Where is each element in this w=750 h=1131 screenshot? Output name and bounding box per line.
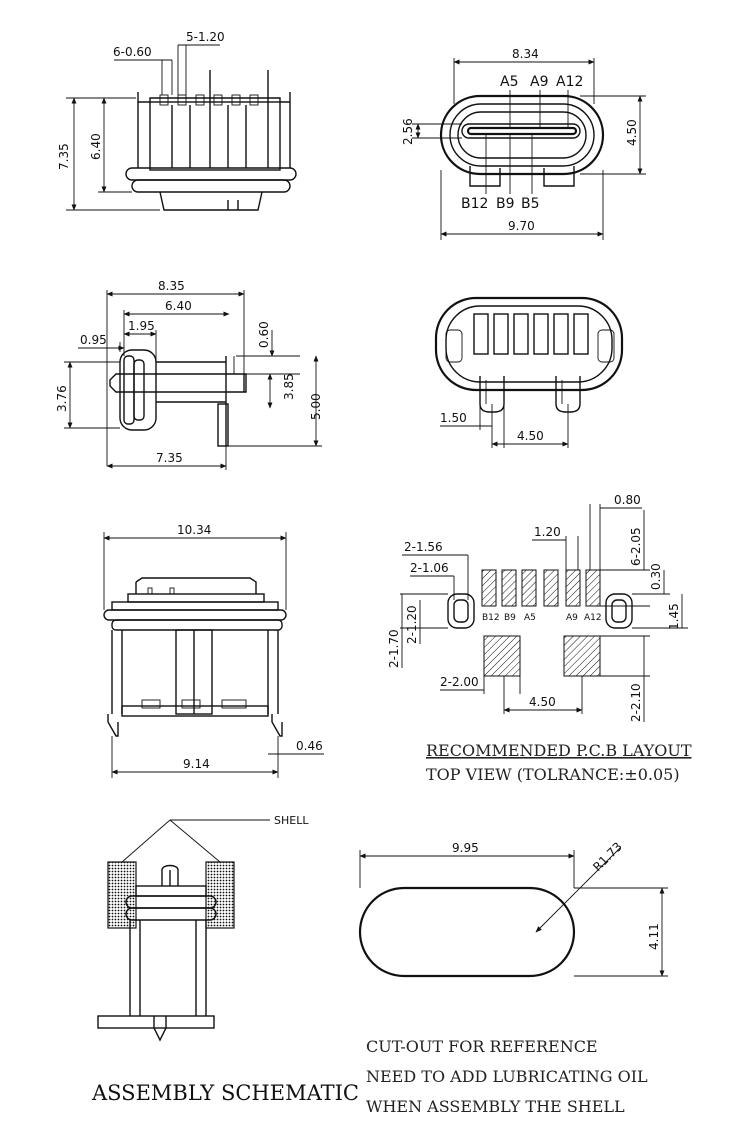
top-dim-overall-length: 8.35 <box>158 279 185 293</box>
pcb-layout: B12 B9 A5 A9 A12 0.80 1.20 6-2.05 2-1.56… <box>387 493 692 784</box>
top-dim-gap: 0.60 <box>257 321 271 348</box>
shell-label: SHELL <box>274 814 309 827</box>
pcb-dim-hole-inner: 2-1.06 <box>410 561 449 575</box>
pcb-dim-hole-length: 2-1.70 <box>387 629 401 668</box>
front-dim-slot-height: 2.56 <box>401 118 415 145</box>
side-view: 6-0.60 5-1.20 7.35 6.40 <box>57 30 297 211</box>
pcb-dim-pad-width: 0.80 <box>614 493 641 507</box>
front-pin-label: A9 <box>530 74 548 90</box>
shell-section <box>107 861 137 929</box>
front-pin-label: A12 <box>556 74 583 90</box>
top-dim-seal-length: 1.95 <box>128 319 155 333</box>
top-dim-seal-height: 3.76 <box>55 385 69 412</box>
pcb-dim-offset: 0.30 <box>649 563 663 590</box>
pcb-pad-label: A12 <box>584 613 602 623</box>
side-dim-pin-width: 6-0.60 <box>113 45 152 59</box>
pcb-pad <box>481 569 497 607</box>
front-dim-inner-width: 8.34 <box>512 47 539 61</box>
top-dim-body-length: 6.40 <box>165 299 192 313</box>
pcb-pad <box>565 569 581 607</box>
bottom-dim-width: 10.34 <box>177 523 211 537</box>
cutout-dim-length: 9.95 <box>452 841 479 855</box>
pcb-dim-leg-pad: 2-2.00 <box>440 675 479 689</box>
assembly-title: ASSEMBLY SCHEMATIC <box>91 1081 359 1105</box>
shell-section <box>205 861 235 929</box>
cutout-note: WHEN ASSEMBLY THE SHELL <box>366 1097 625 1116</box>
cutout-dim-height: 4.11 <box>647 923 661 950</box>
bottom-view: 10.34 9.14 0.46 <box>103 523 324 778</box>
pcb-caption: RECOMMENDED P.C.B LAYOUT <box>426 741 692 760</box>
side-dim-height: 7.35 <box>57 143 71 170</box>
pcb-subcaption: TOP VIEW (TOLRANCE:±0.05) <box>426 765 680 784</box>
pcb-dim-leg-length: 2-2.10 <box>629 683 643 722</box>
pcb-pad <box>483 635 521 677</box>
bottom-dim-leg-span: 9.14 <box>183 757 210 771</box>
side-dim-body-height: 6.40 <box>89 133 103 160</box>
front-pin-label: B5 <box>521 196 540 212</box>
pcb-pad <box>585 569 601 607</box>
pcb-pad-label: A5 <box>524 613 536 623</box>
front-dim-width: 9.70 <box>508 219 535 233</box>
bottom-dim-leg-width: 0.46 <box>296 739 323 753</box>
rear-view: 1.50 4.50 <box>434 296 624 448</box>
pcb-pad <box>543 569 559 607</box>
pcb-pad-label: B12 <box>482 613 500 623</box>
pcb-pad-label: A9 <box>566 613 578 623</box>
front-view: A5 A9 A12 B12 B9 B5 8.34 2.56 4.50 9.70 <box>401 47 646 240</box>
pcb-dim-pad-length: 6-2.05 <box>629 527 643 566</box>
cutout-dim-radius: R1.73 <box>590 839 625 874</box>
top-dim-flange: 0.95 <box>80 333 107 347</box>
front-pin-label: B9 <box>496 196 515 212</box>
pcb-dim-pitch: 1.20 <box>534 525 561 539</box>
assembly-schematic: SHELL ASSEMBLY SCHEMATIC <box>91 814 359 1105</box>
side-dim-pin-pitch: 5-1.20 <box>186 30 225 44</box>
rear-dim-leg-width: 1.50 <box>440 411 467 425</box>
top-section-view: 8.35 6.40 1.95 0.95 0.60 3.76 3.85 5.00 … <box>55 279 323 470</box>
front-pin-label: B12 <box>461 196 488 212</box>
top-dim-total-height: 5.00 <box>309 393 323 420</box>
pcb-dim-leg-pitch: 4.50 <box>529 695 556 709</box>
cutout-note: NEED TO ADD LUBRICATING OIL <box>366 1067 648 1086</box>
cutout-note: CUT-OUT FOR REFERENCE <box>366 1037 598 1056</box>
pcb-pad <box>521 569 537 607</box>
cutout-view: 9.95 R1.73 4.11 CUT-OUT FOR REFERENCE NE… <box>358 839 668 1116</box>
top-dim-depth: 7.35 <box>156 451 183 465</box>
pcb-pad-label: B9 <box>504 613 516 623</box>
pcb-pad <box>563 635 601 677</box>
top-dim-pin-offset: 3.85 <box>282 373 296 400</box>
pcb-dim-hole-slot: 2-1.20 <box>405 605 419 644</box>
rear-dim-leg-pitch: 4.50 <box>517 429 544 443</box>
front-dim-height: 4.50 <box>625 119 639 146</box>
pcb-pad <box>501 569 517 607</box>
pcb-dim-hole-outer: 2-1.56 <box>404 540 443 554</box>
front-pin-label: A5 <box>500 74 518 90</box>
pcb-dim-hole-pitch: 1.45 <box>667 603 681 630</box>
